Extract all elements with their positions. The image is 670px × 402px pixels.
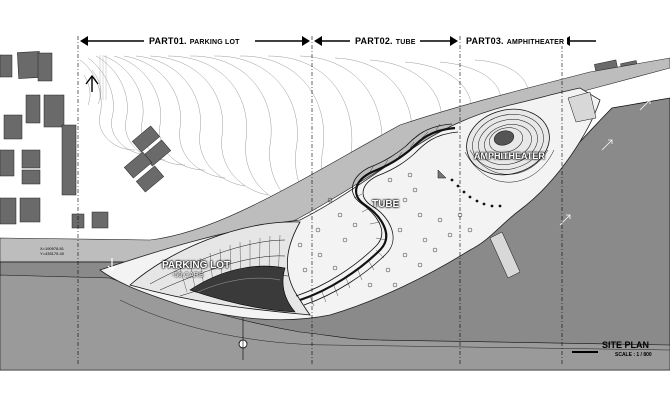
tube-ribs — [309, 123, 441, 307]
section-part01-label: PART01.PARKING LOT — [146, 36, 243, 46]
section-part02-label: PART02.TUBE — [352, 36, 419, 46]
amphitheater-label: AMPHITHEATER — [474, 151, 545, 161]
north-arrow-icon — [85, 74, 99, 92]
tube-path — [295, 123, 459, 306]
drawing-title: SITE PLAN — [602, 340, 650, 350]
section-marker-icon — [238, 318, 248, 360]
coordinate-note: X=190978.81 Y=435175.40 — [40, 246, 64, 256]
section-part03-label: PART03.AMPHITHEATER — [463, 36, 568, 46]
dot-row — [450, 178, 502, 208]
parking-lot-label: PARKING LOT — [162, 260, 231, 271]
amphitheater — [464, 108, 555, 183]
marker-triangle — [437, 169, 447, 179]
flow-arrows — [559, 99, 651, 226]
drawing-scale: SCALE : 1 / 800 — [615, 352, 652, 358]
hatch-lines — [99, 55, 107, 100]
section-lines — [77, 36, 563, 365]
tube-label: TUBE — [372, 199, 400, 210]
pier — [489, 231, 521, 279]
section-arrow-icon — [107, 258, 117, 271]
header-arrows — [80, 36, 596, 46]
parking-capacity-label: -50 CARS — [172, 272, 204, 279]
parking-lot — [129, 221, 311, 316]
